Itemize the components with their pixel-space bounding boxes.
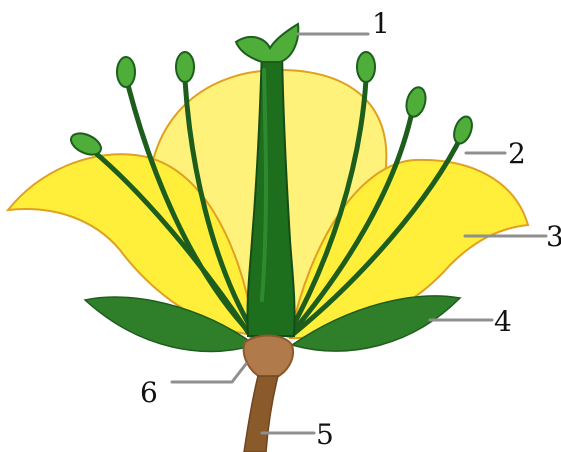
label-1: 1: [372, 7, 390, 40]
leader-line-6: [172, 364, 246, 382]
label-2: 2: [508, 137, 526, 170]
pistil-stigma: [236, 24, 298, 62]
label-4: 4: [494, 305, 512, 338]
label-3: 3: [546, 220, 561, 253]
anther-4: [357, 52, 375, 82]
label-5: 5: [316, 418, 334, 451]
receptacle: [244, 336, 293, 378]
anther-5: [403, 85, 428, 119]
anther-6: [451, 114, 476, 146]
stem: [244, 376, 278, 452]
label-6: 6: [140, 376, 158, 409]
anther-3: [176, 52, 194, 82]
anther-2: [117, 57, 135, 87]
